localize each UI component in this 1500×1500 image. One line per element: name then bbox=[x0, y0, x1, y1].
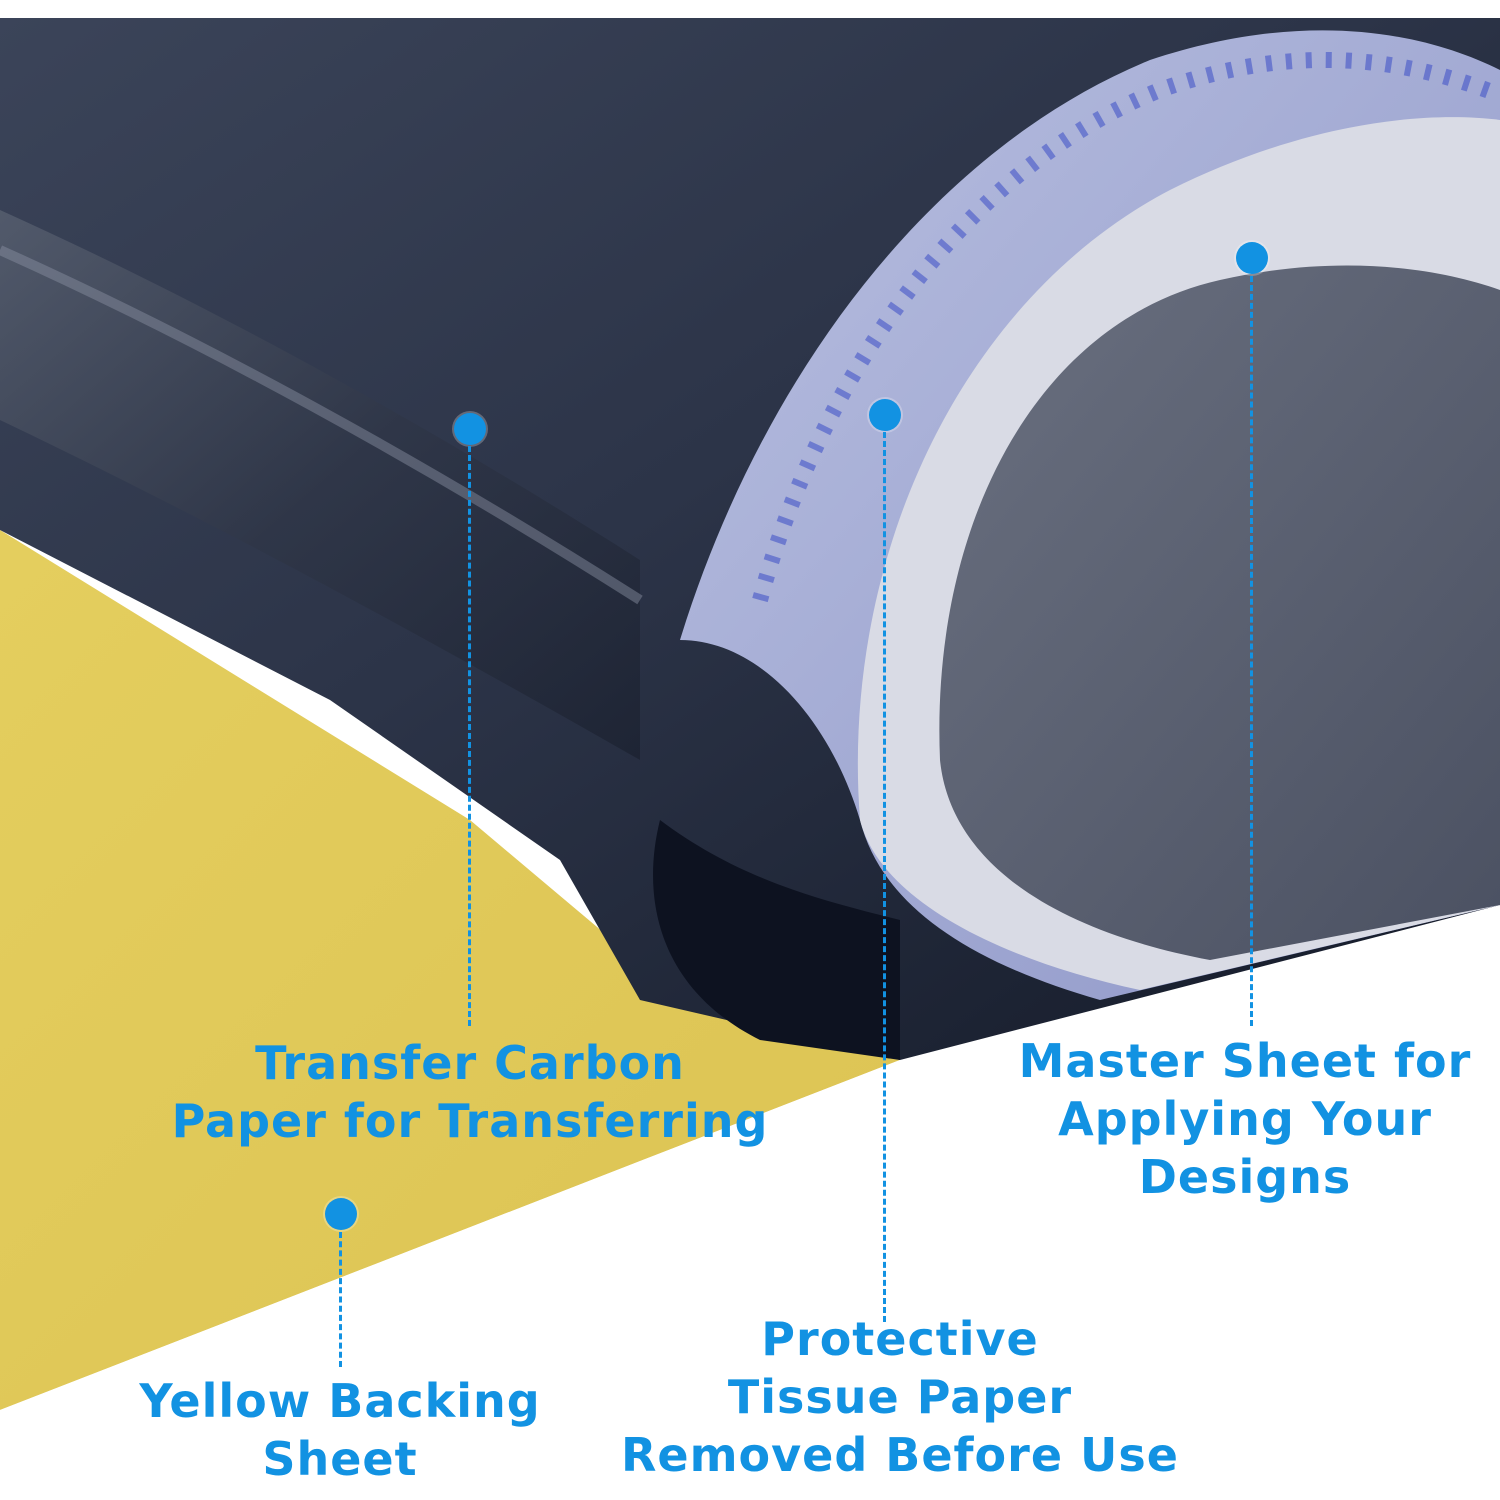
carbon-curl-shape bbox=[653, 820, 900, 1060]
carbon-roll-highlight bbox=[0, 245, 643, 605]
protective-tissue-line3: Removed Before Use bbox=[621, 1428, 1179, 1482]
yellow-backing-dot bbox=[325, 1198, 357, 1230]
protective-tissue-line1: Protective bbox=[761, 1312, 1039, 1366]
master-sheet-line3: Designs bbox=[1138, 1150, 1352, 1204]
yellow-backing-line1: Yellow Backing bbox=[139, 1374, 541, 1428]
protective-tissue-leader bbox=[883, 432, 886, 1322]
inner-fold-shape bbox=[939, 265, 1500, 960]
carbon-roll-band bbox=[0, 210, 640, 760]
master-sheet-line2: Applying Your bbox=[1058, 1092, 1432, 1146]
protective-tissue-label: Protective Tissue Paper Removed Before U… bbox=[600, 1310, 1200, 1484]
protective-tissue-line2: Tissue Paper bbox=[727, 1370, 1073, 1424]
tissue-ink-edge bbox=[752, 51, 1500, 603]
transfer-carbon-line1: Transfer Carbon bbox=[255, 1036, 685, 1090]
white-floor-shape bbox=[0, 905, 1500, 1500]
master-sheet-label: Master Sheet for Applying Your Designs bbox=[1005, 1032, 1485, 1206]
transfer-carbon-label: Transfer Carbon Paper for Transferring bbox=[150, 1034, 790, 1150]
yellow-backing-leader bbox=[339, 1232, 342, 1367]
yellow-backing-line2: Sheet bbox=[262, 1432, 418, 1486]
transfer-carbon-leader bbox=[468, 446, 471, 1026]
master-sheet-leader bbox=[1250, 276, 1253, 1026]
master-sheet-dot bbox=[1236, 242, 1268, 274]
protective-tissue-dot bbox=[869, 399, 901, 431]
transfer-carbon-dot bbox=[454, 413, 486, 445]
yellow-backing-sheet-shape bbox=[0, 530, 900, 1410]
master-sheet-line1: Master Sheet for bbox=[1018, 1034, 1472, 1088]
yellow-backing-label: Yellow Backing Sheet bbox=[120, 1372, 560, 1488]
transfer-carbon-line2: Paper for Transferring bbox=[171, 1094, 769, 1148]
